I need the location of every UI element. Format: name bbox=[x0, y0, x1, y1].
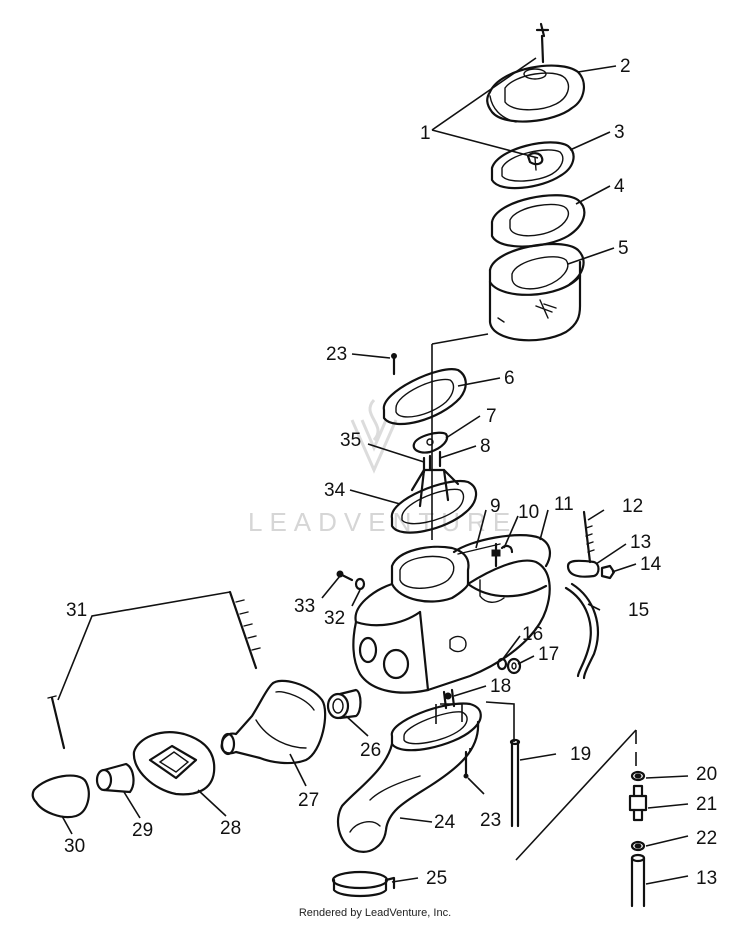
part-filter-element-5 bbox=[488, 242, 585, 342]
part-tube-15 bbox=[564, 582, 599, 680]
part-hose-13b bbox=[630, 853, 646, 908]
callout-7: 7 bbox=[486, 406, 497, 427]
part-duct-24 bbox=[336, 702, 482, 853]
footer-credit: Rendered by LeadVenture, Inc. bbox=[298, 907, 452, 919]
part-washer-22 bbox=[630, 840, 646, 852]
callout-9: 9 bbox=[490, 496, 501, 517]
part-fitting-21 bbox=[628, 784, 648, 822]
callout-13-lower: 13 bbox=[696, 868, 717, 889]
part-air-box-housing bbox=[352, 534, 552, 694]
callout-8: 8 bbox=[480, 436, 491, 457]
watermark: LEADVENTURE bbox=[248, 398, 517, 537]
callout-6: 6 bbox=[504, 368, 515, 389]
callout-33: 33 bbox=[294, 596, 315, 617]
part-air-box-cover bbox=[486, 64, 586, 123]
part-intake-bell-27 bbox=[220, 679, 327, 765]
part-filter-cover-4 bbox=[490, 194, 586, 248]
part-screw-23b bbox=[463, 750, 469, 779]
callout-12: 12 bbox=[622, 496, 643, 517]
callout-26: 26 bbox=[360, 740, 381, 761]
part-fitting-10 bbox=[491, 542, 514, 568]
callout-14: 14 bbox=[640, 554, 662, 575]
part-filter-cage-34 bbox=[390, 468, 478, 534]
part-washer-32 bbox=[354, 577, 366, 591]
part-screw-23a bbox=[391, 353, 397, 376]
callout-27: 27 bbox=[298, 790, 319, 811]
part-screw-33 bbox=[336, 570, 354, 582]
callout-13-upper: 13 bbox=[630, 532, 651, 553]
callout-11: 11 bbox=[554, 494, 574, 515]
callout-17: 17 bbox=[538, 644, 559, 665]
callout-23-lower: 23 bbox=[480, 810, 501, 831]
callout-35: 35 bbox=[340, 430, 361, 451]
callout-4: 4 bbox=[614, 176, 625, 197]
callout-29: 29 bbox=[132, 820, 153, 841]
callout-3: 3 bbox=[614, 122, 625, 143]
part-bolt-12 bbox=[582, 510, 595, 564]
part-hose-19 bbox=[509, 738, 521, 828]
part-wing-nut-top bbox=[535, 22, 550, 64]
leader-lines bbox=[57, 57, 689, 885]
part-gasket-3 bbox=[490, 141, 575, 190]
part-nut-17 bbox=[506, 657, 522, 675]
callout-19: 19 bbox=[570, 744, 591, 765]
part-hose-13a bbox=[566, 559, 600, 578]
part-seal-28 bbox=[132, 731, 216, 796]
callout-25: 25 bbox=[426, 868, 447, 889]
callout-10: 10 bbox=[518, 502, 539, 523]
part-washer-20 bbox=[630, 770, 646, 782]
callout-16: 16 bbox=[522, 624, 543, 645]
callout-21: 21 bbox=[696, 794, 717, 815]
callout-24: 24 bbox=[434, 812, 456, 833]
watermark-text: LEADVENTURE bbox=[248, 507, 517, 537]
part-bolts-31 bbox=[47, 590, 261, 750]
part-clamp-25 bbox=[331, 870, 396, 898]
callout-31: 31 bbox=[66, 600, 87, 621]
callout-1: 1 bbox=[420, 123, 431, 144]
part-sleeve-29 bbox=[95, 762, 135, 794]
callout-22: 22 bbox=[696, 828, 717, 849]
callout-34: 34 bbox=[324, 480, 346, 501]
callout-15: 15 bbox=[628, 600, 649, 621]
callout-32: 32 bbox=[324, 608, 345, 629]
part-fitting-14 bbox=[600, 564, 616, 580]
callout-20: 20 bbox=[696, 764, 717, 785]
callout-18: 18 bbox=[490, 676, 511, 697]
callout-2: 2 bbox=[620, 56, 631, 77]
part-cap-30 bbox=[31, 774, 90, 819]
watermark-logo bbox=[350, 398, 398, 474]
part-grommet-26 bbox=[326, 688, 362, 720]
callout-28: 28 bbox=[220, 818, 241, 839]
part-gasket-6 bbox=[382, 368, 467, 426]
callout-labels: 1 2 3 4 5 6 7 8 9 10 11 12 13 14 15 16 1… bbox=[64, 56, 717, 889]
part-plate-7 bbox=[412, 431, 449, 454]
part-wing-nut-lower bbox=[526, 152, 544, 171]
callout-5: 5 bbox=[618, 238, 629, 259]
callout-23-upper: 23 bbox=[326, 344, 347, 365]
callout-30: 30 bbox=[64, 836, 85, 857]
